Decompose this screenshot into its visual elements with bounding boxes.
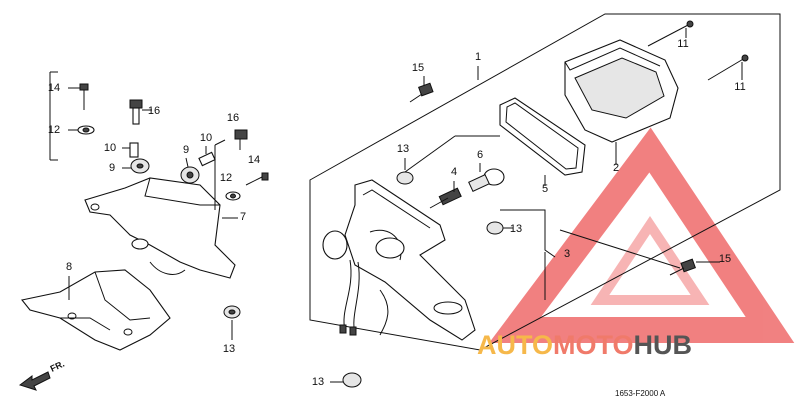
callout-c12: 12 [48, 124, 60, 136]
callout-c5: 5 [542, 183, 548, 195]
callout-c13a: 13 [397, 143, 409, 155]
front-arrow-label: FR. [49, 359, 66, 374]
callout-c12b: 12 [220, 172, 232, 184]
watermark-inner [590, 215, 710, 305]
middle-small-parts [180, 129, 269, 210]
callout-c7: 7 [240, 211, 246, 223]
bulb-and-socket [429, 163, 505, 209]
callout-c10: 10 [104, 142, 116, 154]
watermark-moto: MOTO [553, 330, 634, 360]
right-nut [486, 209, 556, 300]
callout-c1: 1 [475, 51, 481, 63]
callout-c15b: 15 [719, 253, 731, 265]
taillight-housing [322, 179, 476, 341]
watermark-hub: HUB [634, 330, 693, 360]
callout-c4: 4 [451, 166, 457, 178]
left-small-parts [122, 99, 152, 174]
callout-c15a: 15 [412, 62, 424, 74]
watermark-logo [489, 127, 795, 343]
callout-c8: 8 [66, 261, 72, 273]
front-arrow [18, 371, 51, 391]
callout-c13b: 13 [510, 223, 522, 235]
watermark-text: AUTOMOTOHUB [477, 330, 692, 360]
callout-c10b: 10 [200, 132, 212, 144]
lens-gasket [499, 97, 586, 186]
taillight-lens [564, 39, 679, 165]
callout-c14: 14 [48, 82, 60, 94]
callout-c11b: 11 [734, 81, 745, 93]
license-bracket [21, 269, 171, 351]
callout-c9: 9 [109, 162, 115, 174]
callout-c6: 6 [477, 149, 483, 161]
drawing-code: 1653-F2000 A [615, 389, 666, 398]
callout-c2: 2 [613, 162, 619, 174]
callout-c13d: 13 [312, 376, 324, 388]
right-bolt [559, 229, 720, 276]
callout-c13c: 13 [223, 343, 235, 355]
lens-screws [647, 20, 749, 81]
left-detail-box [49, 71, 95, 161]
bottom-nuts [223, 305, 362, 388]
callout-labels: 1234567899101011111212131313131414151516… [48, 38, 746, 388]
callout-c16: 16 [148, 105, 160, 117]
callout-c9b: 9 [183, 144, 189, 156]
top-bolt-and-nut [396, 76, 500, 185]
callout-c3: 3 [564, 248, 570, 260]
watermark-triangle [489, 127, 795, 343]
callout-c14b: 14 [248, 154, 260, 166]
assembly-frame [309, 13, 781, 351]
mounting-bracket [84, 177, 238, 279]
callout-c16b: 16 [227, 112, 239, 124]
watermark-auto: AUTO [477, 330, 553, 360]
callout-c11a: 11 [677, 38, 688, 50]
